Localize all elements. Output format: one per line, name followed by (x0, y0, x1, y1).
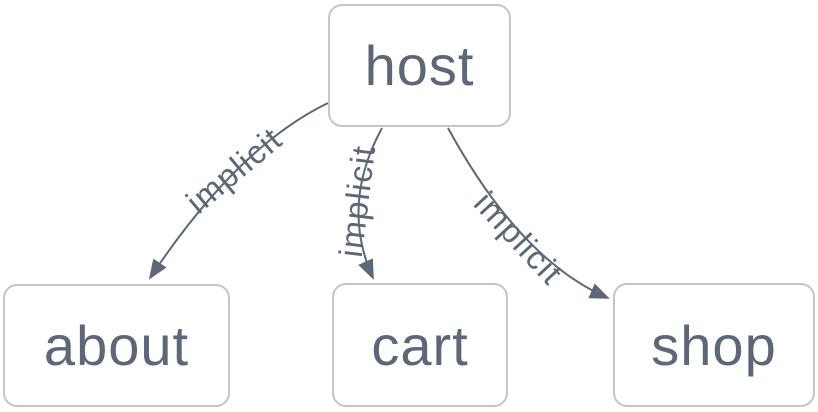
edge-host-about[interactable] (148, 102, 329, 280)
node-host-label: host (364, 34, 475, 97)
edge-label-host-about[interactable]: implicit (179, 120, 289, 221)
edge-label-host-shop[interactable]: implicit (467, 184, 571, 292)
node-shop-label: shop (651, 313, 777, 377)
node-shop[interactable]: shop (613, 283, 815, 407)
node-host[interactable]: host (328, 4, 511, 127)
edge-host-cart[interactable] (357, 127, 383, 280)
edge-host-shop[interactable] (447, 127, 610, 299)
node-cart[interactable]: cart (332, 283, 508, 407)
node-cart-label: cart (371, 313, 469, 377)
edge-label-host-cart[interactable]: implicit (332, 143, 382, 260)
node-about-label: about (43, 314, 190, 377)
node-about[interactable]: about (3, 284, 230, 407)
